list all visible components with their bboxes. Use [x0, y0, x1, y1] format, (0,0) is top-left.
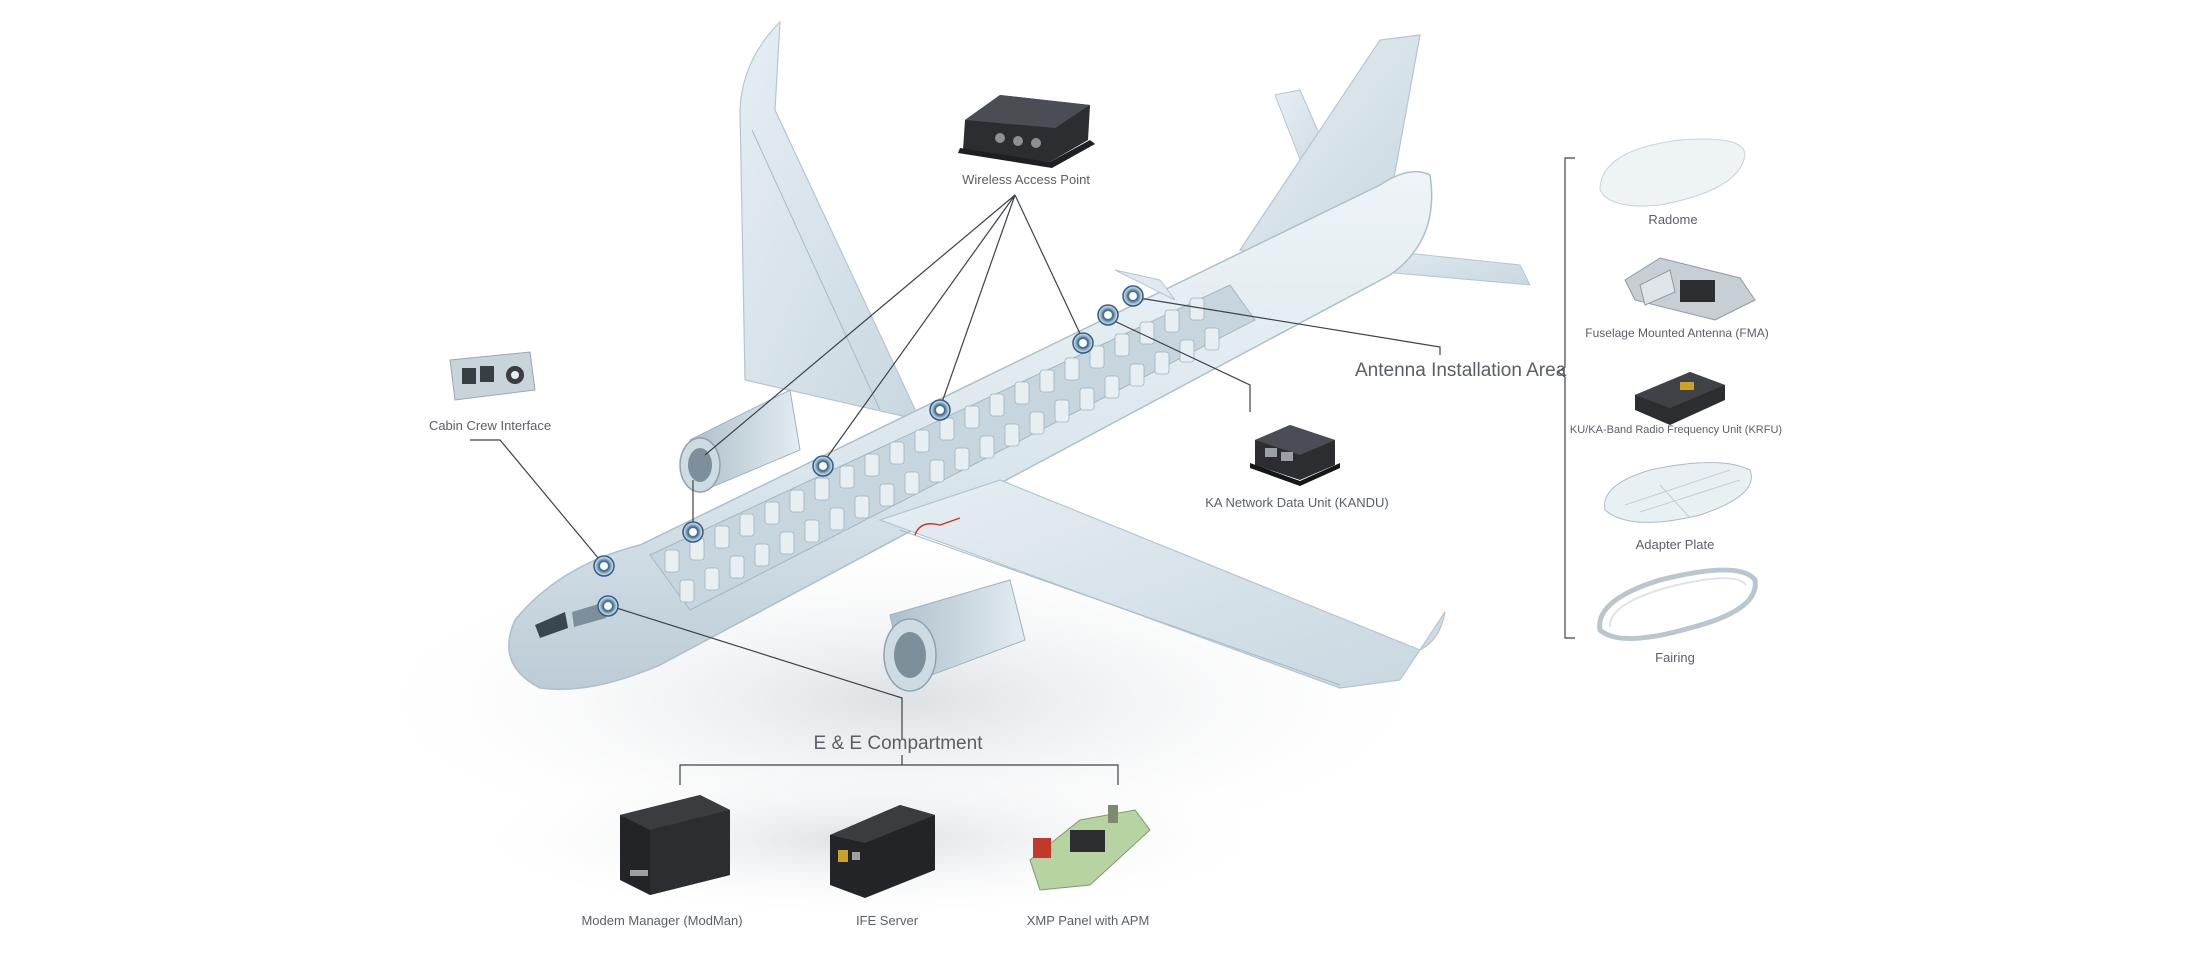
- wing-flap-line: [899, 529, 1341, 686]
- upper-wing: [739, 20, 922, 421]
- wing-flap-line: [751, 129, 881, 411]
- leader-line-kandu: [1107, 317, 1251, 412]
- label-kandu: KA Network Data Unit (KANDU): [1205, 495, 1389, 510]
- label-krfu: KU/KA-Band Radio Frequency Unit (KRFU): [1569, 424, 1783, 436]
- label-ee-compartment: E & E Compartment: [813, 733, 983, 754]
- fma-device: [1624, 257, 1756, 321]
- marker-dot: [1072, 332, 1094, 354]
- krfu-device: [1635, 372, 1725, 425]
- lower-wing: [878, 479, 1446, 689]
- label-fairing: Fairing: [1655, 650, 1695, 665]
- marker-dot: [1097, 304, 1119, 326]
- leader-lines: [470, 157, 1575, 785]
- leader-line-cabin-crew: [470, 439, 605, 566]
- label-xmp-panel: XMP Panel with APM: [1026, 913, 1150, 928]
- leader-line-antenna: [1132, 296, 1441, 355]
- door-outline: [1114, 269, 1176, 301]
- leader-line-wap-1: [704, 194, 1016, 456]
- leader-line-wap-4: [1014, 194, 1084, 341]
- cabin-crew-interface-device: [449, 351, 536, 401]
- antenna-bracket: [1556, 157, 1575, 639]
- aircraft: [508, 20, 1531, 692]
- fairing-device: [1597, 567, 1758, 641]
- marker-dot: [812, 455, 834, 477]
- leader-line-ee: [606, 604, 903, 740]
- adapter-plate-device: [1604, 462, 1752, 523]
- marker-dot: [682, 521, 704, 543]
- label-adapter-plate: Adapter Plate: [1635, 537, 1715, 552]
- marker-dot: [597, 595, 619, 617]
- passenger-seats: [664, 297, 1220, 603]
- label-fma: Fuselage Mounted Antenna (FMA): [1585, 326, 1769, 340]
- label-antenna-installation-area: Antenna Installation Area: [1355, 360, 1567, 381]
- radome-device: [1599, 138, 1746, 207]
- ee-bracket: [679, 764, 1119, 785]
- label-modman: Modem Manager (ModMan): [581, 913, 743, 928]
- leader-line-wap-3: [939, 194, 1016, 409]
- marker-dot: [929, 399, 951, 421]
- wireless-access-point-device: [958, 95, 1095, 168]
- marker-dot: [1122, 285, 1144, 307]
- kandu-device: [1250, 425, 1340, 486]
- ife-server-device: [830, 805, 935, 898]
- label-ife-server: IFE Server: [855, 913, 919, 928]
- markers: [593, 285, 1144, 617]
- cockpit-window: [535, 612, 568, 638]
- marker-dot: [593, 555, 615, 577]
- label-cabin-crew-interface: Cabin Crew Interface: [428, 418, 552, 433]
- xmp-panel-device: [1029, 805, 1151, 891]
- label-radome: Radome: [1648, 212, 1698, 227]
- leader-line-wap-2: [822, 194, 1016, 464]
- modman-device: [620, 795, 730, 895]
- label-wireless-access-point: Wireless Access Point: [962, 172, 1090, 187]
- wing-marking: [914, 517, 961, 536]
- lower-engine: [883, 579, 1026, 692]
